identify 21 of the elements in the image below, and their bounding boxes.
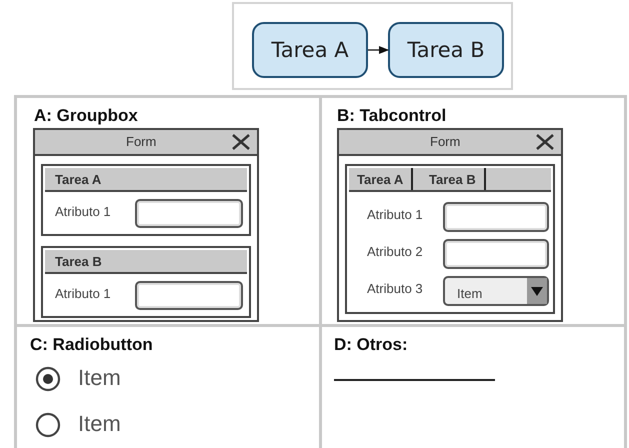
- arrow: [368, 46, 389, 54]
- section-heading: C: Radiobutton: [30, 335, 153, 355]
- group-header: Tarea B: [45, 250, 247, 274]
- field-label: Atributo 3: [367, 281, 423, 296]
- section-heading: A: Groupbox: [34, 106, 138, 126]
- window-title: Form: [126, 134, 156, 149]
- field-label: Atributo 1: [55, 204, 111, 219]
- window-title: Form: [430, 134, 460, 149]
- section-heading: B: Tabcontrol: [337, 106, 446, 126]
- field-label: Atributo 1: [367, 207, 423, 222]
- option-label: Item: [78, 365, 121, 391]
- task-box: Tarea B: [388, 22, 504, 78]
- tab: Tarea B: [421, 168, 486, 190]
- task-box: Tarea A: [252, 22, 368, 78]
- dropdown-field: Item: [443, 276, 549, 306]
- section-heading: D: Otros:: [334, 335, 408, 355]
- tab: Tarea A: [349, 168, 414, 190]
- field-label: Atributo 1: [55, 286, 111, 301]
- field-label: Atributo 2: [367, 244, 423, 259]
- option-label: Item: [78, 411, 121, 437]
- group-header: Tarea A: [45, 168, 247, 192]
